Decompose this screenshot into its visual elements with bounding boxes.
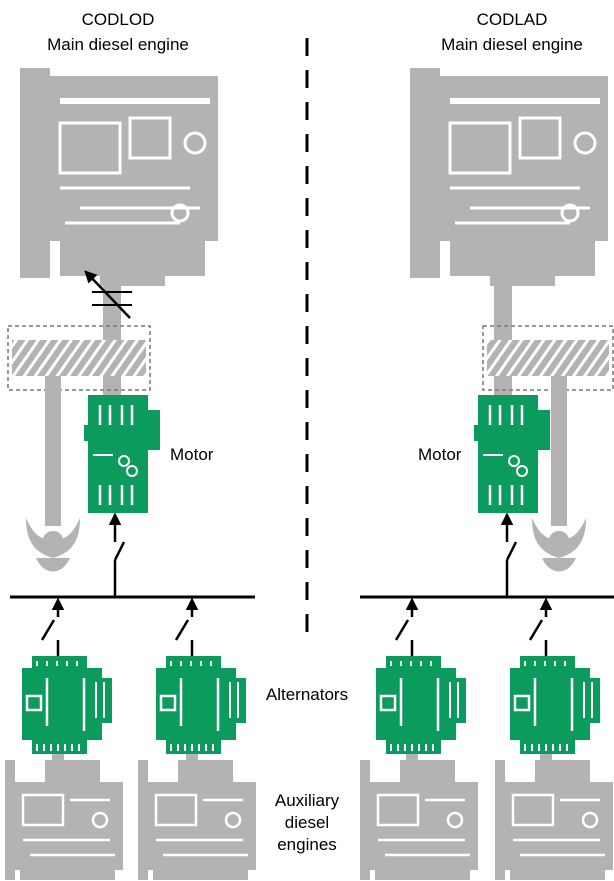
codlad-subtitle: Main diesel engine	[441, 35, 583, 54]
codlod-aux-engine-2	[136, 758, 258, 881]
codlad-main-engine	[408, 66, 610, 288]
codlod-alternator-1	[20, 654, 114, 756]
codlod-clutch	[92, 291, 132, 306]
codlod-clutch-arrow	[84, 270, 131, 319]
codlod-main-engine	[18, 66, 220, 288]
codlad-gearbox	[487, 340, 609, 376]
codlod-alternator-2	[154, 654, 248, 756]
codlod-aux-engine-1	[3, 758, 125, 881]
aux-engines-label-line3: engines	[277, 835, 337, 854]
codlod-motor-label: Motor	[170, 445, 214, 464]
codlod-title: CODLOD	[82, 10, 155, 29]
codlad-propeller-shaft	[551, 376, 567, 526]
alternators-label: Alternators	[266, 685, 348, 704]
codlod-system: Motor CODLOD Main diesel engine	[3, 10, 258, 881]
codlod-propeller-shaft	[45, 376, 61, 526]
codlod-alternator-feed-1	[40, 597, 65, 657]
codlad-alternator-2	[508, 654, 602, 756]
codlad-system: Motor CODLAD Main diesel engine	[358, 10, 614, 881]
aux-engines-label-line1: Auxiliary	[275, 791, 340, 810]
codlad-title: CODLAD	[477, 10, 548, 29]
codlad-aux-engine-2	[493, 758, 614, 881]
codlad-gearbox-outline	[482, 325, 614, 391]
codlad-motor-label: Motor	[418, 445, 462, 464]
codlad-alternator-feed-1	[394, 597, 419, 657]
aux-engines-label-line2: diesel	[285, 813, 329, 832]
codlod-gearbox	[12, 340, 146, 376]
codlad-alternator-feed-2	[528, 597, 553, 657]
codlod-gearbox-outline	[7, 325, 151, 391]
codlad-propeller	[532, 518, 586, 572]
codlod-motor	[82, 393, 162, 515]
codlad-motor	[472, 393, 552, 515]
codlod-propeller	[26, 518, 80, 572]
codlad-aux-engine-1	[358, 758, 480, 881]
codlad-alternator-1	[374, 654, 468, 756]
codlod-alternator-feed-2	[174, 597, 199, 657]
codlod-subtitle: Main diesel engine	[47, 35, 189, 54]
